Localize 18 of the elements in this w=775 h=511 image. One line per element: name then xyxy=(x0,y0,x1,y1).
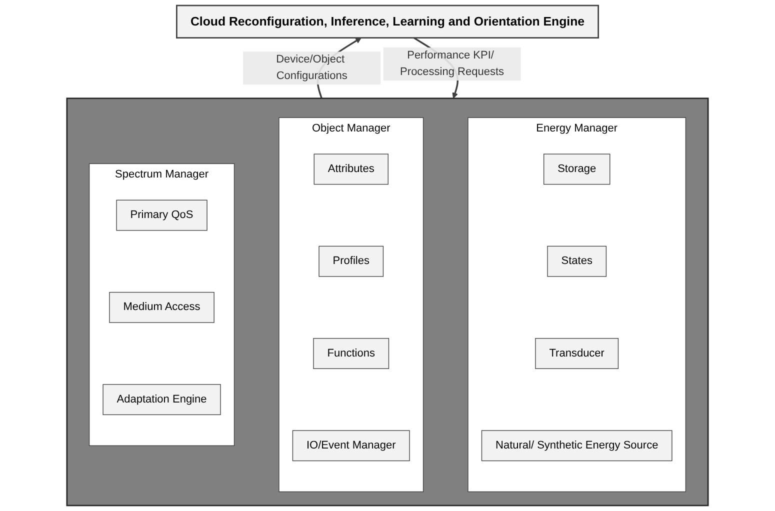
node-box xyxy=(116,200,208,231)
cluster xyxy=(278,117,424,492)
node-box xyxy=(481,430,672,462)
cluster xyxy=(88,163,235,446)
node-box xyxy=(292,430,410,462)
edge-label: Performance KPI/ Processing Requests xyxy=(400,50,504,78)
node-box xyxy=(102,384,221,416)
node-box xyxy=(176,4,599,39)
node-box xyxy=(535,338,619,369)
node-box xyxy=(314,154,388,185)
node-box xyxy=(318,246,384,277)
node-box xyxy=(109,292,214,323)
node-box xyxy=(313,338,390,369)
node-box xyxy=(543,154,610,185)
node-box xyxy=(547,246,607,277)
edge-label: Device/Object Configurations xyxy=(276,54,348,82)
cluster xyxy=(468,117,686,492)
cluster xyxy=(66,98,709,506)
